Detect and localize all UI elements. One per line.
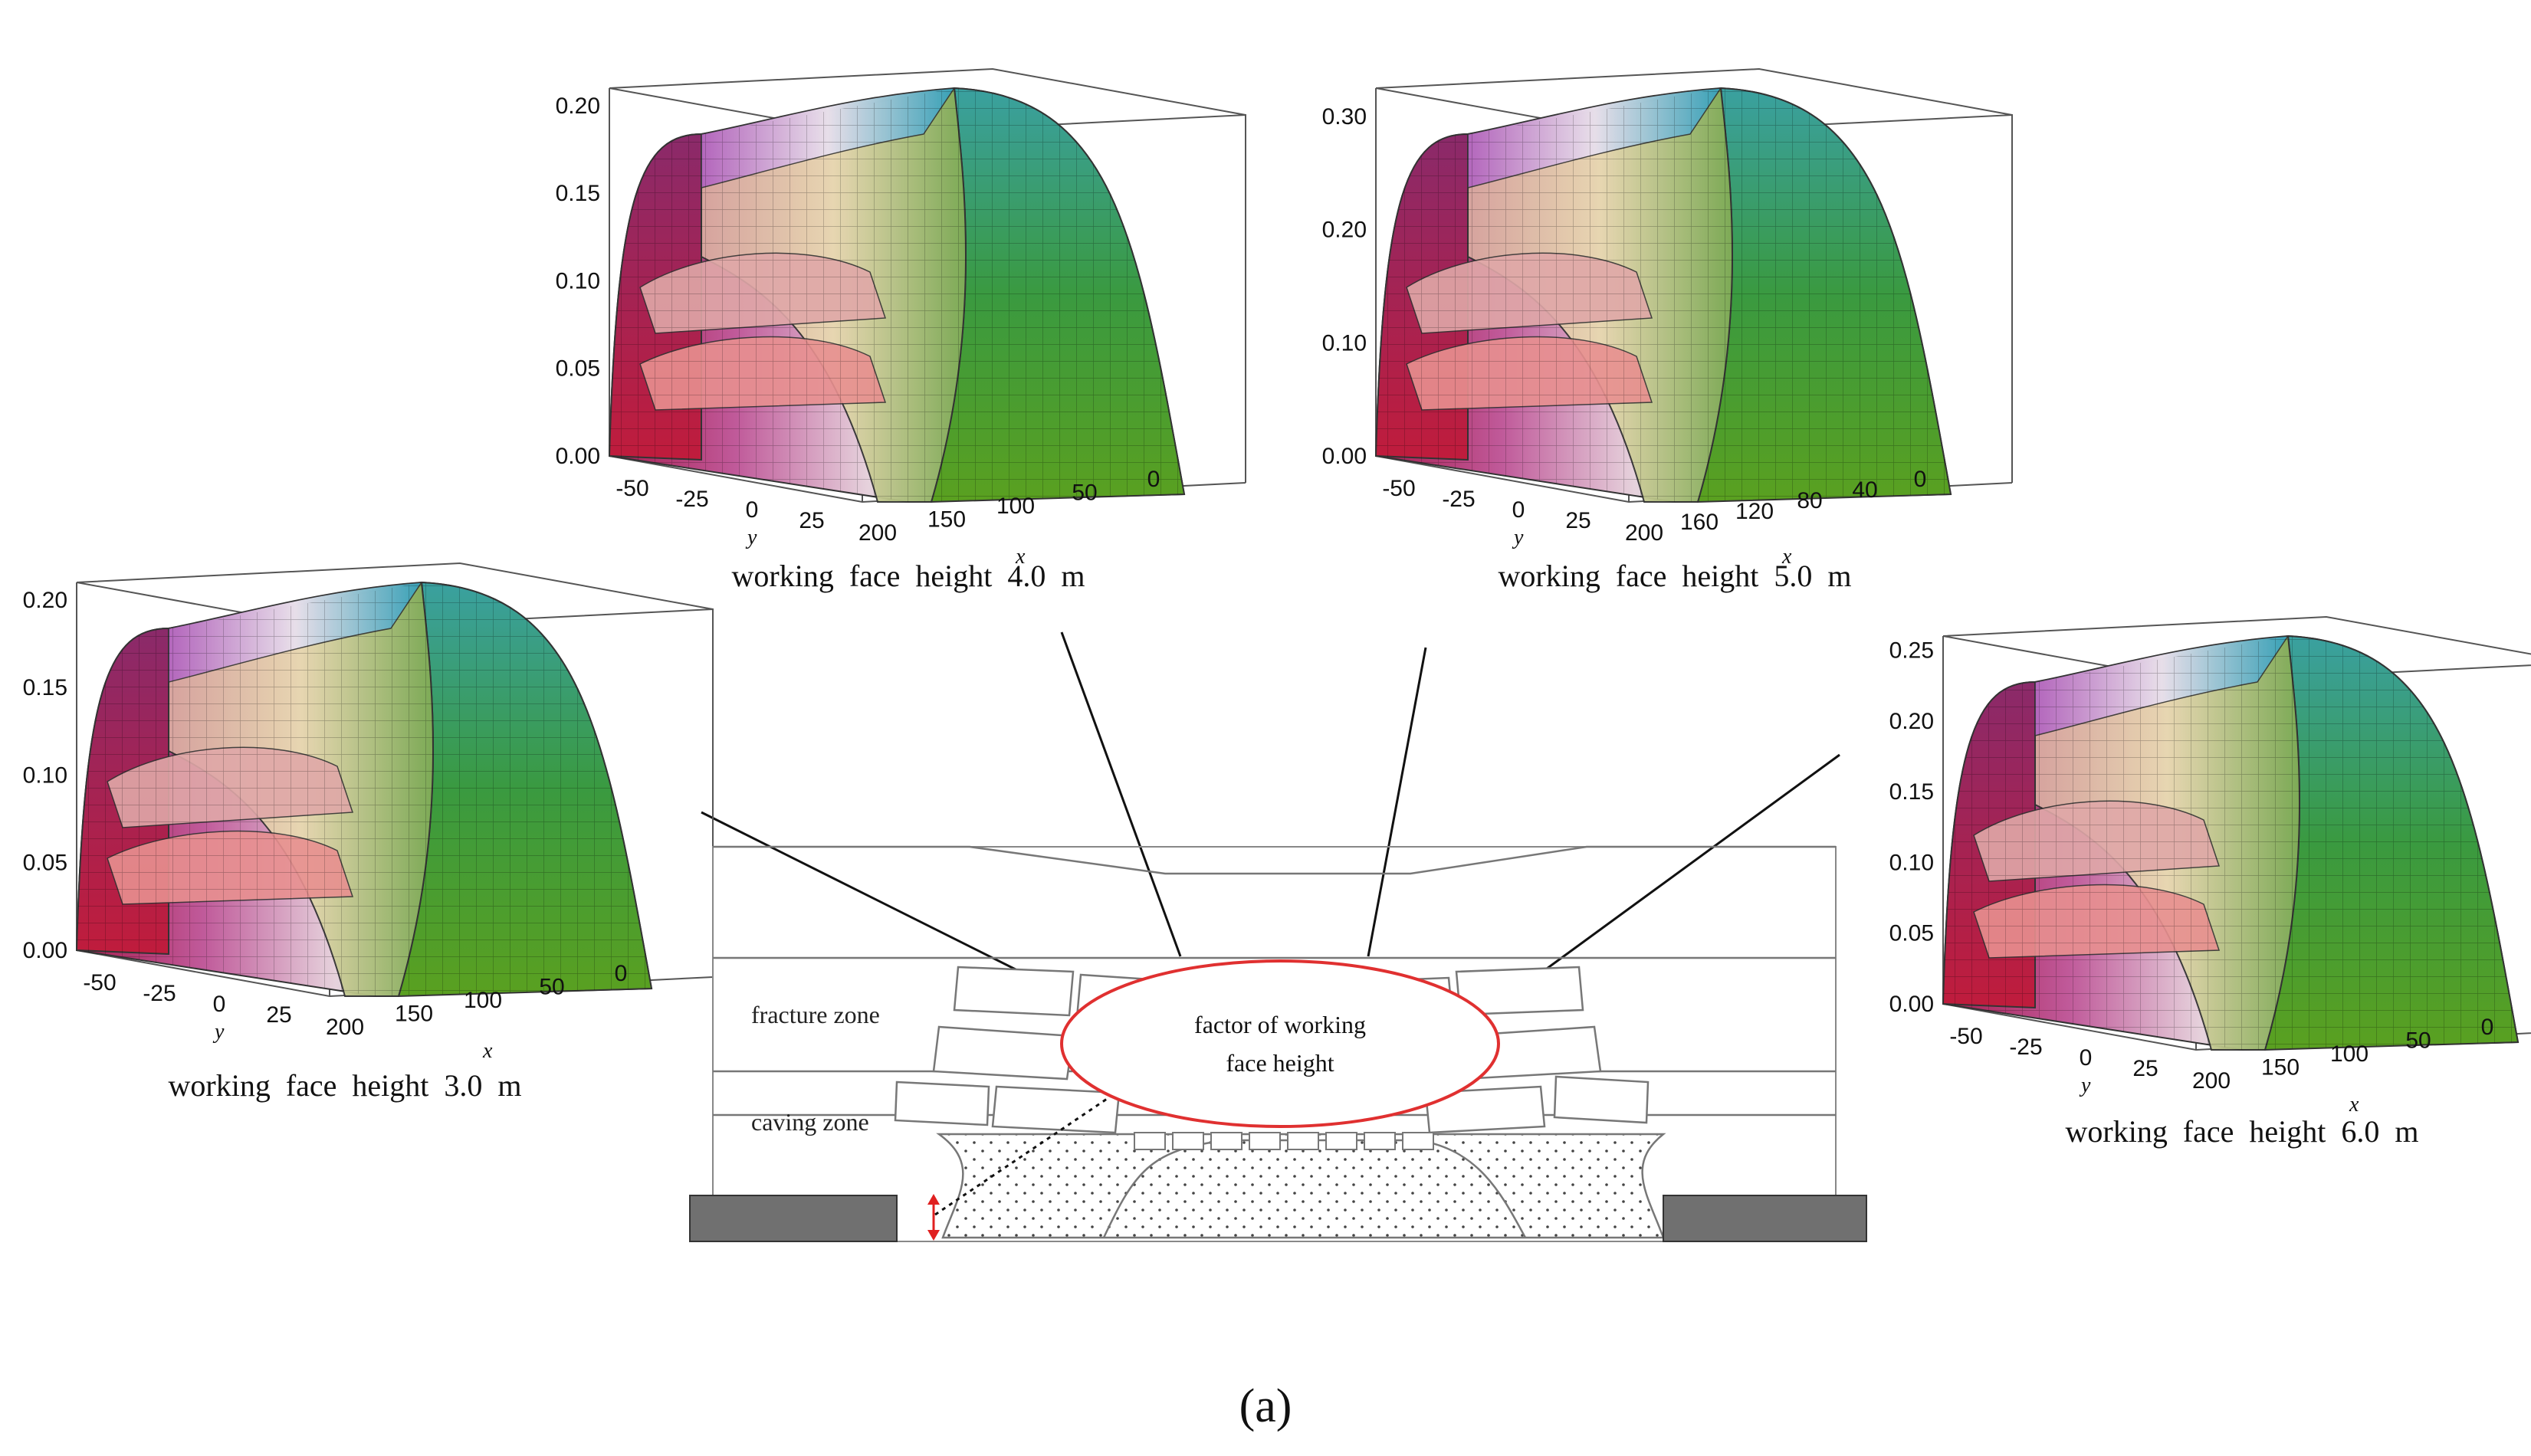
z-tick-label: 0.20 (23, 588, 67, 613)
x-tick-label: 100 (464, 988, 502, 1013)
y-axis-label: y (2079, 1074, 2091, 1097)
x-axis-label: x (1015, 545, 1026, 569)
caving-blocks (1134, 1132, 1434, 1150)
z-tick-label: 0.10 (1889, 850, 1934, 875)
x-axis-label: x (482, 1039, 493, 1063)
x-tick-label: 100 (996, 494, 1035, 519)
figure-label: (a) (1239, 1380, 1292, 1432)
z-tick-label: 0.20 (1322, 218, 1367, 243)
z-tick-label: 0.00 (1322, 444, 1367, 469)
y-tick-label: 25 (266, 1002, 291, 1028)
surface-plot-h4: 0.00 0.05 0.10 0.15 0.20 -50 -25 0 25 y 200 150 100 5… (556, 67, 1246, 593)
x-tick-label: 40 (1852, 477, 1877, 503)
z-tick-label: 0.05 (1889, 921, 1934, 946)
x-tick-label: 200 (2192, 1068, 2231, 1094)
height-arrow-head-top (927, 1194, 940, 1205)
z-tick-label: 0.15 (23, 675, 67, 700)
x-tick-label: 150 (2261, 1055, 2300, 1081)
x-tick-label: 50 (539, 975, 564, 1000)
x-tick-label: 200 (858, 520, 897, 546)
connector-h4 (1060, 631, 1182, 957)
x-tick-label: 100 (2330, 1041, 2369, 1067)
connector-h6 (1498, 753, 1840, 1005)
x-axis-label: x (2349, 1093, 2359, 1117)
x-tick-label: 150 (927, 507, 966, 533)
z-tick-label: 0.25 (1889, 638, 1934, 663)
x-tick-label: 0 (615, 961, 628, 986)
y-tick-label: -50 (1382, 476, 1415, 501)
z-tick-label: 0.10 (556, 268, 600, 293)
surface-mesh (609, 88, 1184, 502)
height-arrow-head-bottom (927, 1230, 940, 1241)
connector-h3 (701, 811, 1070, 998)
y-tick-label: 0 (746, 497, 759, 523)
z-tick-label: 0.00 (1889, 992, 1934, 1017)
x-tick-label: 120 (1735, 499, 1774, 524)
x-tick-label: 0 (1147, 467, 1160, 492)
z-tick-label: 0.05 (556, 356, 600, 382)
y-tick-label: 25 (799, 508, 824, 533)
surface-plot-h5: 0.00 0.10 0.20 0.30 -50 -25 0 25 y 200 160 120 80 40 0… (1322, 67, 2013, 593)
y-axis-label: y (212, 1020, 225, 1044)
z-tick-label: 0.00 (556, 444, 600, 469)
y-tick-label: 25 (1565, 508, 1590, 533)
surface-mesh (77, 582, 652, 996)
y-tick-label: -25 (1442, 487, 1475, 512)
factor-text-line1: factor of working (1194, 1011, 1366, 1038)
y-axis-label: y (1512, 526, 1524, 549)
z-tick-label: 0.15 (1889, 779, 1934, 805)
x-tick-label: 200 (1625, 520, 1663, 546)
connector-lines (701, 631, 1840, 1005)
z-tick-label: 0.10 (1322, 330, 1367, 356)
y-axis-label: y (745, 526, 757, 549)
x-tick-label: 50 (1072, 480, 1097, 506)
strata-line-top (713, 845, 1836, 875)
x-tick-label: 150 (395, 1002, 433, 1027)
x-tick-label: 50 (2405, 1028, 2431, 1054)
factor-ellipse (1060, 959, 1500, 1128)
x-tick-label: 160 (1680, 510, 1719, 535)
z-tick-label: 0.30 (1322, 104, 1367, 130)
y-tick-label: -25 (675, 487, 708, 512)
coal-seam-right (1663, 1195, 1867, 1242)
x-tick-label: 0 (2481, 1015, 2494, 1040)
z-tick-label: 0.20 (556, 93, 600, 119)
factor-text-line2: face height (1226, 1049, 1334, 1077)
surface-mesh (1376, 88, 1951, 502)
plot-caption: working face height 4.0 m (732, 559, 1085, 593)
z-tick-label: 0.05 (23, 851, 67, 876)
strata-frame (712, 846, 1837, 1242)
x-axis-label: x (1781, 545, 1792, 569)
x-tick-label: 200 (326, 1015, 364, 1040)
plot-caption: working face height 5.0 m (1499, 559, 1852, 593)
z-tick-label: 0.10 (23, 762, 67, 788)
surface-mesh (1943, 636, 2518, 1050)
y-tick-label: -50 (616, 476, 648, 501)
y-tick-label: 0 (1512, 497, 1525, 523)
y-tick-label: 0 (2080, 1045, 2093, 1071)
pointer-dotted (934, 1094, 1112, 1216)
plot-caption: working face height 6.0 m (2066, 1114, 2419, 1149)
y-tick-label: 25 (2132, 1056, 2158, 1081)
y-tick-label: -50 (83, 970, 116, 995)
y-tick-label: -25 (2009, 1035, 2042, 1060)
y-tick-label: -50 (1949, 1024, 1982, 1049)
connector-h5 (1367, 647, 1427, 957)
y-tick-label: -25 (143, 981, 176, 1006)
z-tick-label: 0.20 (1889, 709, 1934, 734)
z-tick-label: 0.15 (556, 181, 600, 206)
strata-diagram: fracture zone caving zone factor of work… (689, 845, 1867, 1242)
x-tick-label: 0 (1914, 467, 1927, 492)
surface-plot-h3: 0.00 0.05 0.10 0.15 0.20 -50 -25 0 25 y 200 150 100 5… (23, 562, 714, 1103)
y-tick-label: 0 (213, 992, 226, 1017)
z-tick-label: 0.00 (23, 938, 67, 963)
coal-seam-left (689, 1195, 898, 1242)
surface-plot-h6: 0.00 0.05 0.10 0.15 0.20 0.25 -50 -25 0 25 y 200 150… (1889, 615, 2531, 1149)
plot-caption: working face height 3.0 m (169, 1068, 522, 1103)
caving-zone-label: caving zone (751, 1108, 869, 1136)
x-tick-label: 80 (1797, 488, 1822, 513)
fracture-zone-label: fracture zone (751, 1001, 880, 1028)
